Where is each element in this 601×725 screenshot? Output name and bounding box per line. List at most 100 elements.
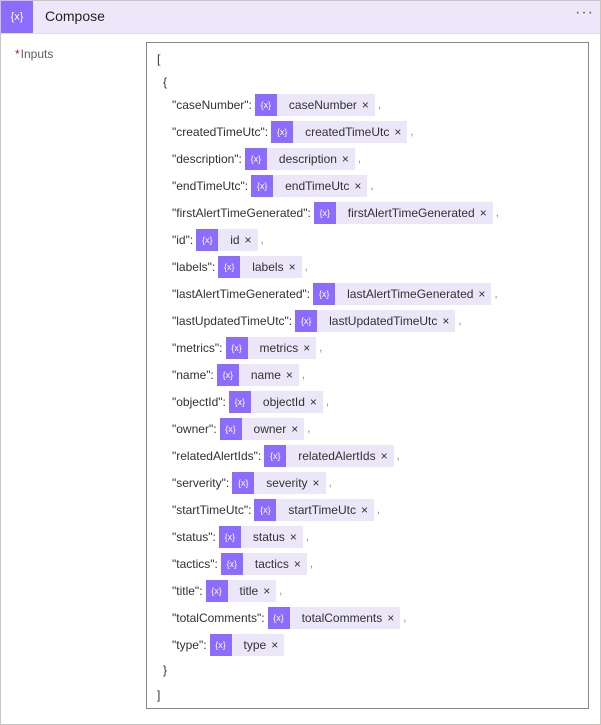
inputs-label: *Inputs xyxy=(15,47,53,61)
remove-token-icon[interactable]: × xyxy=(479,206,487,220)
remove-token-icon[interactable]: × xyxy=(309,395,317,409)
property-row: "tactics":{x}tactics×, xyxy=(172,553,313,575)
action-title[interactable]: Compose xyxy=(45,8,105,24)
inputs-label-text: Inputs xyxy=(20,47,54,61)
property-key: "owner": xyxy=(172,422,217,436)
dynamic-content-icon: {x} xyxy=(220,553,243,575)
dynamic-content-token[interactable]: {x}id× xyxy=(196,229,258,251)
dynamic-content-icon: {x} xyxy=(295,310,318,332)
compose-variable-icon: {x} xyxy=(1,1,33,33)
separator-comma: , xyxy=(410,126,414,138)
remove-token-icon[interactable]: × xyxy=(380,449,388,463)
dynamic-content-token[interactable]: {x}objectId× xyxy=(228,391,323,413)
remove-token-icon[interactable]: × xyxy=(354,179,362,193)
dynamic-content-token[interactable]: {x}tactics× xyxy=(220,553,307,575)
property-row: "caseNumber":{x}caseNumber×, xyxy=(172,94,381,116)
dynamic-content-icon: {x} xyxy=(313,283,336,305)
remove-token-icon[interactable]: × xyxy=(293,557,301,571)
token-label: objectId xyxy=(262,395,305,409)
remove-token-icon[interactable]: × xyxy=(289,530,297,544)
remove-token-icon[interactable]: × xyxy=(285,368,293,382)
separator-comma: , xyxy=(301,369,305,381)
dynamic-content-icon: {x} xyxy=(264,445,287,467)
separator-comma: , xyxy=(304,261,308,273)
dynamic-content-token[interactable]: {x} lastAlertTimeGenerated × xyxy=(313,283,492,305)
dynamic-content-token[interactable]: {x}endTimeUtc× xyxy=(251,175,368,197)
dynamic-content-token[interactable]: {x}totalComments× xyxy=(267,607,401,629)
remove-token-icon[interactable]: × xyxy=(394,125,402,139)
dynamic-content-token[interactable]: {x}caseNumber× xyxy=(254,94,375,116)
token-label: metrics xyxy=(259,341,299,355)
property-row: "description":{x}description×, xyxy=(172,148,361,170)
property-key: "tactics": xyxy=(172,557,218,571)
property-key: "firstAlertTimeGenerated": xyxy=(172,206,311,220)
remove-token-icon[interactable]: × xyxy=(478,287,486,301)
dynamic-content-token[interactable]: {x} metrics × xyxy=(225,337,317,359)
separator-comma: , xyxy=(403,612,407,624)
dynamic-content-token[interactable]: {x}createdTimeUtc× xyxy=(271,121,408,143)
dynamic-content-token[interactable]: {x}firstAlertTimeGenerated× xyxy=(313,202,493,224)
dynamic-content-token[interactable]: {x}startTimeUtc× xyxy=(254,499,374,521)
token-label: description xyxy=(278,152,337,166)
property-key: "lastUpdatedTimeUtc": xyxy=(172,314,293,328)
remove-token-icon[interactable]: × xyxy=(303,341,311,355)
dynamic-content-token[interactable]: {x}description× xyxy=(244,148,355,170)
separator-comma: , xyxy=(319,342,323,354)
dynamic-content-token[interactable]: {x}status× xyxy=(218,526,303,548)
remove-token-icon[interactable]: × xyxy=(312,476,320,490)
token-label: title xyxy=(239,584,259,598)
property-key: "lastAlertTimeGenerated": xyxy=(172,287,311,301)
property-row: "owner":{x}owner×, xyxy=(172,418,310,440)
dynamic-content-icon: {x} xyxy=(313,202,336,224)
property-key: "labels": xyxy=(172,260,216,274)
dynamic-content-token[interactable]: {x}name× xyxy=(216,364,299,386)
separator-comma: , xyxy=(309,558,313,570)
property-key: "title": xyxy=(172,584,203,598)
dynamic-content-token[interactable]: {x}lastUpdatedTimeUtc× xyxy=(295,310,456,332)
remove-token-icon[interactable]: × xyxy=(442,314,450,328)
dynamic-content-token[interactable]: {x}owner× xyxy=(219,418,305,440)
property-key: "metrics": xyxy=(172,341,223,355)
remove-token-icon[interactable]: × xyxy=(341,152,349,166)
property-key: "status": xyxy=(172,530,216,544)
property-row: "firstAlertTimeGenerated":{x}firstAlertT… xyxy=(172,202,499,224)
dynamic-content-icon: {x} xyxy=(225,337,248,359)
property-key: "createdTimeUtc": xyxy=(172,125,269,139)
separator-comma: , xyxy=(370,180,374,192)
remove-token-icon[interactable]: × xyxy=(361,98,369,112)
dynamic-content-icon: {x} xyxy=(216,364,239,386)
property-key: "id": xyxy=(172,233,194,247)
dynamic-content-token[interactable]: {x}relatedAlertIds× xyxy=(264,445,394,467)
separator-comma: , xyxy=(260,234,264,246)
dynamic-content-token[interactable]: {x}type× xyxy=(209,634,285,656)
inputs-editor[interactable]: [ { "caseNumber":{x}caseNumber×,"created… xyxy=(146,42,589,709)
dynamic-content-icon: {x} xyxy=(209,634,232,656)
separator-comma: , xyxy=(495,207,499,219)
remove-token-icon[interactable]: × xyxy=(288,260,296,274)
property-row: "totalComments":{x}totalComments×, xyxy=(172,607,406,629)
token-label: labels xyxy=(252,260,284,274)
token-label: totalComments xyxy=(301,611,383,625)
separator-comma: , xyxy=(458,315,462,327)
remove-token-icon[interactable]: × xyxy=(360,503,368,517)
property-key: "caseNumber": xyxy=(172,98,252,112)
remove-token-icon[interactable]: × xyxy=(271,638,279,652)
property-row: "labels":{x}labels×, xyxy=(172,256,308,278)
token-label: caseNumber xyxy=(288,98,357,112)
open-brace: { xyxy=(163,75,168,89)
remove-token-icon[interactable]: × xyxy=(244,233,252,247)
property-row: "objectId":{x}objectId×, xyxy=(172,391,329,413)
dynamic-content-token[interactable]: {x}title× xyxy=(205,580,277,602)
property-row: "relatedAlertIds":{x}relatedAlertIds×, xyxy=(172,445,400,467)
action-header[interactable]: {x} Compose ··· xyxy=(1,1,600,34)
dynamic-content-token[interactable]: {x}severity× xyxy=(232,472,326,494)
remove-token-icon[interactable]: × xyxy=(291,422,299,436)
more-options-icon[interactable]: ··· xyxy=(575,4,594,21)
dynamic-content-token[interactable]: {x}labels× xyxy=(218,256,302,278)
token-label: lastAlertTimeGenerated xyxy=(347,287,474,301)
separator-comma: , xyxy=(377,99,381,111)
remove-token-icon[interactable]: × xyxy=(263,584,271,598)
token-label: severity xyxy=(266,476,308,490)
remove-token-icon[interactable]: × xyxy=(387,611,395,625)
